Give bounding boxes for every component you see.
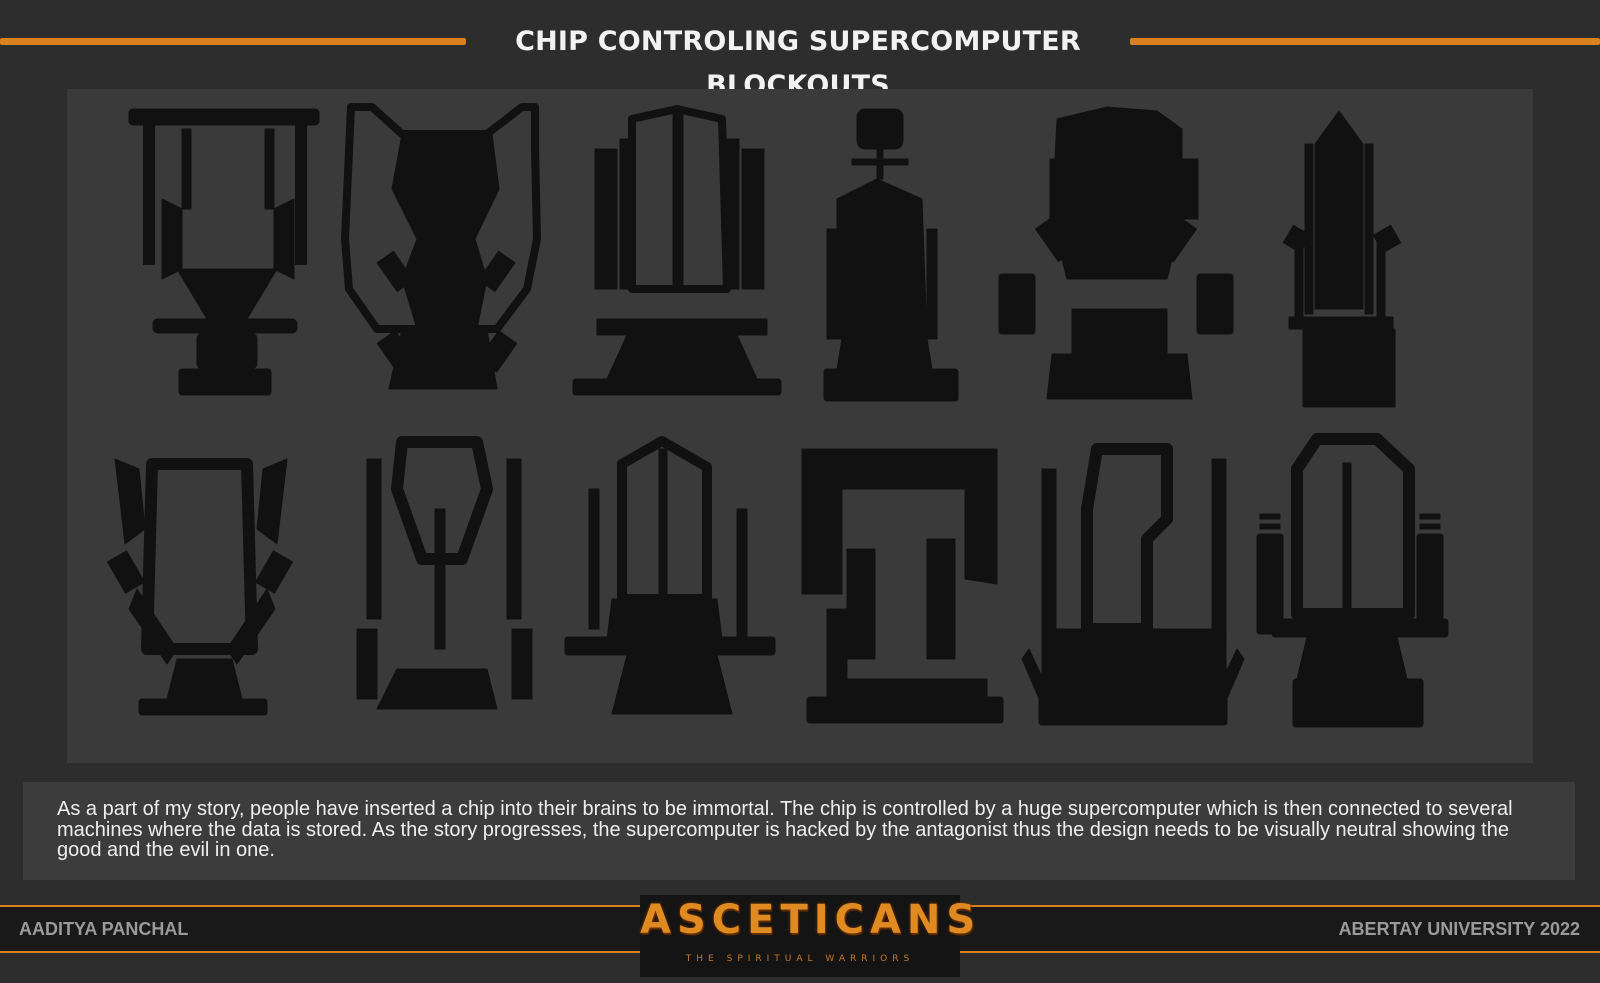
blockout-5 [998,106,1234,400]
author-name: AADITYA PANCHAL [19,919,189,939]
project-logo: ASCETICANS THE SPIRITUAL WARRIORS [640,895,982,977]
title-bar: CHIP CONTROLING SUPERCOMPUTER BLOCKOUTS [0,20,1600,101]
blockout-12 [1256,433,1449,728]
blockout-3 [572,105,782,396]
blockouts-canvas [106,103,1449,728]
description-box: As a part of my story, people have inser… [23,782,1575,880]
title-rule-right [1130,38,1600,45]
blockout-2 [341,103,541,390]
blockouts-panel [67,89,1533,763]
blockout-11 [1021,443,1245,726]
blockout-4 [823,108,959,402]
logo-title: ASCETICANS [640,897,982,943]
logo-subtitle: THE SPIRITUAL WARRIORS [685,954,915,964]
blockout-6 [1282,110,1402,408]
institution-label: ABERTAY UNIVERSITY 2022 [1338,919,1580,939]
blockout-1 [128,108,320,396]
title-rule-left [0,38,466,45]
blockout-7 [106,458,294,716]
blockout-8 [356,436,533,710]
page-title: CHIP CONTROLING SUPERCOMPUTER BLOCKOUTS [515,26,1081,101]
description-text: As a part of my story, people have inser… [57,798,1513,861]
blockout-9 [564,436,776,715]
blockout-10 [801,448,1004,724]
